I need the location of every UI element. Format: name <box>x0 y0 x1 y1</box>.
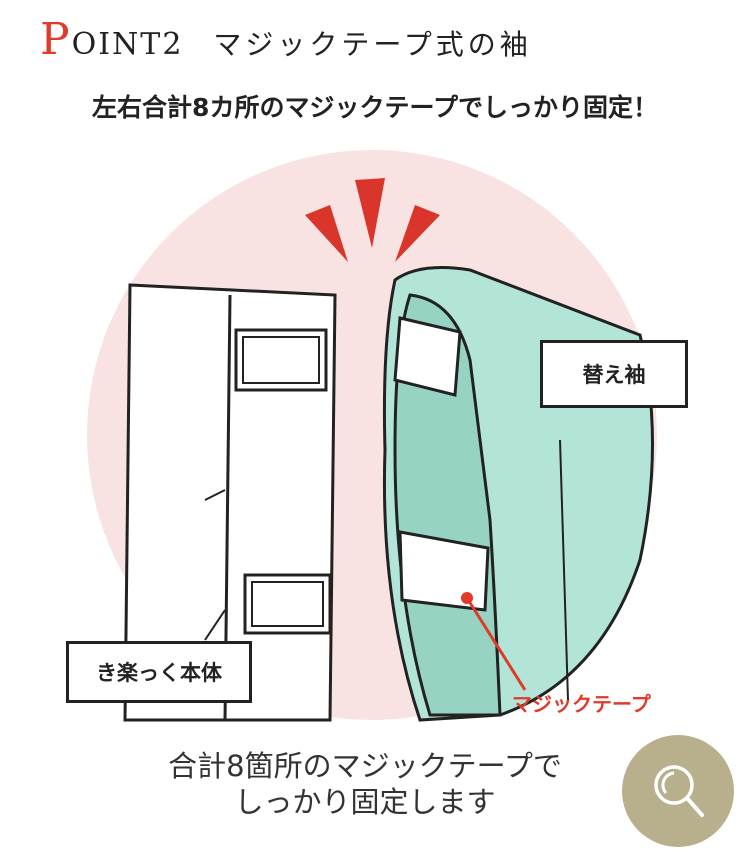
tape-pointer-line <box>465 597 527 691</box>
replacement-sleeve <box>382 266 654 722</box>
sleeve-label: 替え袖 <box>540 340 688 408</box>
zoom-button[interactable] <box>622 735 734 847</box>
impact-marks <box>305 178 440 262</box>
caption: 合計8箇所のマジックテープでしっかり固定します <box>168 749 562 819</box>
body-garment <box>123 283 337 722</box>
velcro-label: マジックテープ <box>512 692 651 716</box>
body-label: き楽っく本体 <box>66 641 252 703</box>
magnifier-icon <box>654 765 704 817</box>
velcro-illustration <box>87 150 657 722</box>
subtitle: 左右合計8カ所のマジックテープでしっかり固定！ <box>92 93 658 122</box>
